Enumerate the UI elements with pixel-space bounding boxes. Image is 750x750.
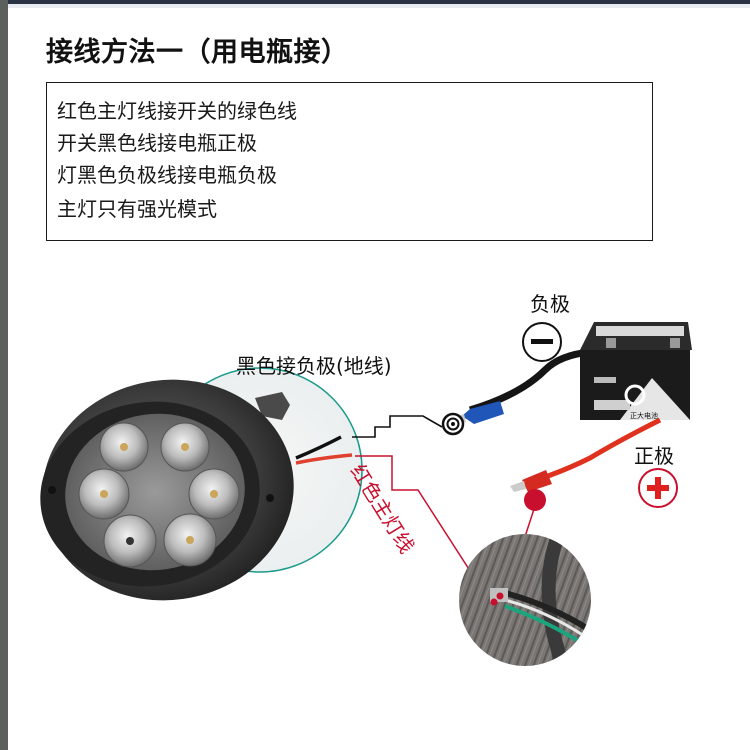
left-edge-strip	[0, 0, 8, 750]
svg-text:正大电池: 正大电池	[630, 411, 658, 420]
positive-symbol-icon	[638, 468, 678, 508]
ground-wire-line	[352, 415, 443, 438]
ground-wire-label: 黑色接负极(地线)	[236, 354, 392, 378]
red-dot-marker	[524, 489, 546, 511]
positive-cable	[510, 417, 662, 492]
wire-connection-photo	[459, 534, 591, 666]
negative-terminal-cable	[441, 348, 591, 436]
red-main-wire-label: 红色主灯线	[346, 460, 419, 558]
instruction-line: 主灯只有强光模式	[57, 197, 217, 221]
led-lamp-image	[40, 379, 294, 601]
negative-symbol-icon	[522, 322, 562, 362]
top-edge-fade	[8, 4, 750, 8]
negative-pole-label: 负极	[530, 292, 570, 316]
lamp-wires	[295, 435, 353, 465]
top-edge-bar	[8, 0, 750, 4]
led-cluster	[78, 422, 240, 568]
page-title: 接线方法一（用电瓶接）	[46, 37, 349, 68]
battery-image: 正大电池	[580, 322, 692, 420]
instruction-line: 开关黑色线接电瓶正极	[57, 131, 257, 155]
instruction-line: 灯黑色负极线接电瓶负极	[57, 163, 277, 187]
instruction-line: 红色主灯线接开关的绿色线	[57, 99, 297, 123]
positive-pole-label: 正极	[634, 444, 674, 468]
instructions-box: 红色主灯线接开关的绿色线 开关黑色线接电瓶正极 灯黑色负极线接电瓶负极 主灯只有…	[46, 82, 653, 241]
